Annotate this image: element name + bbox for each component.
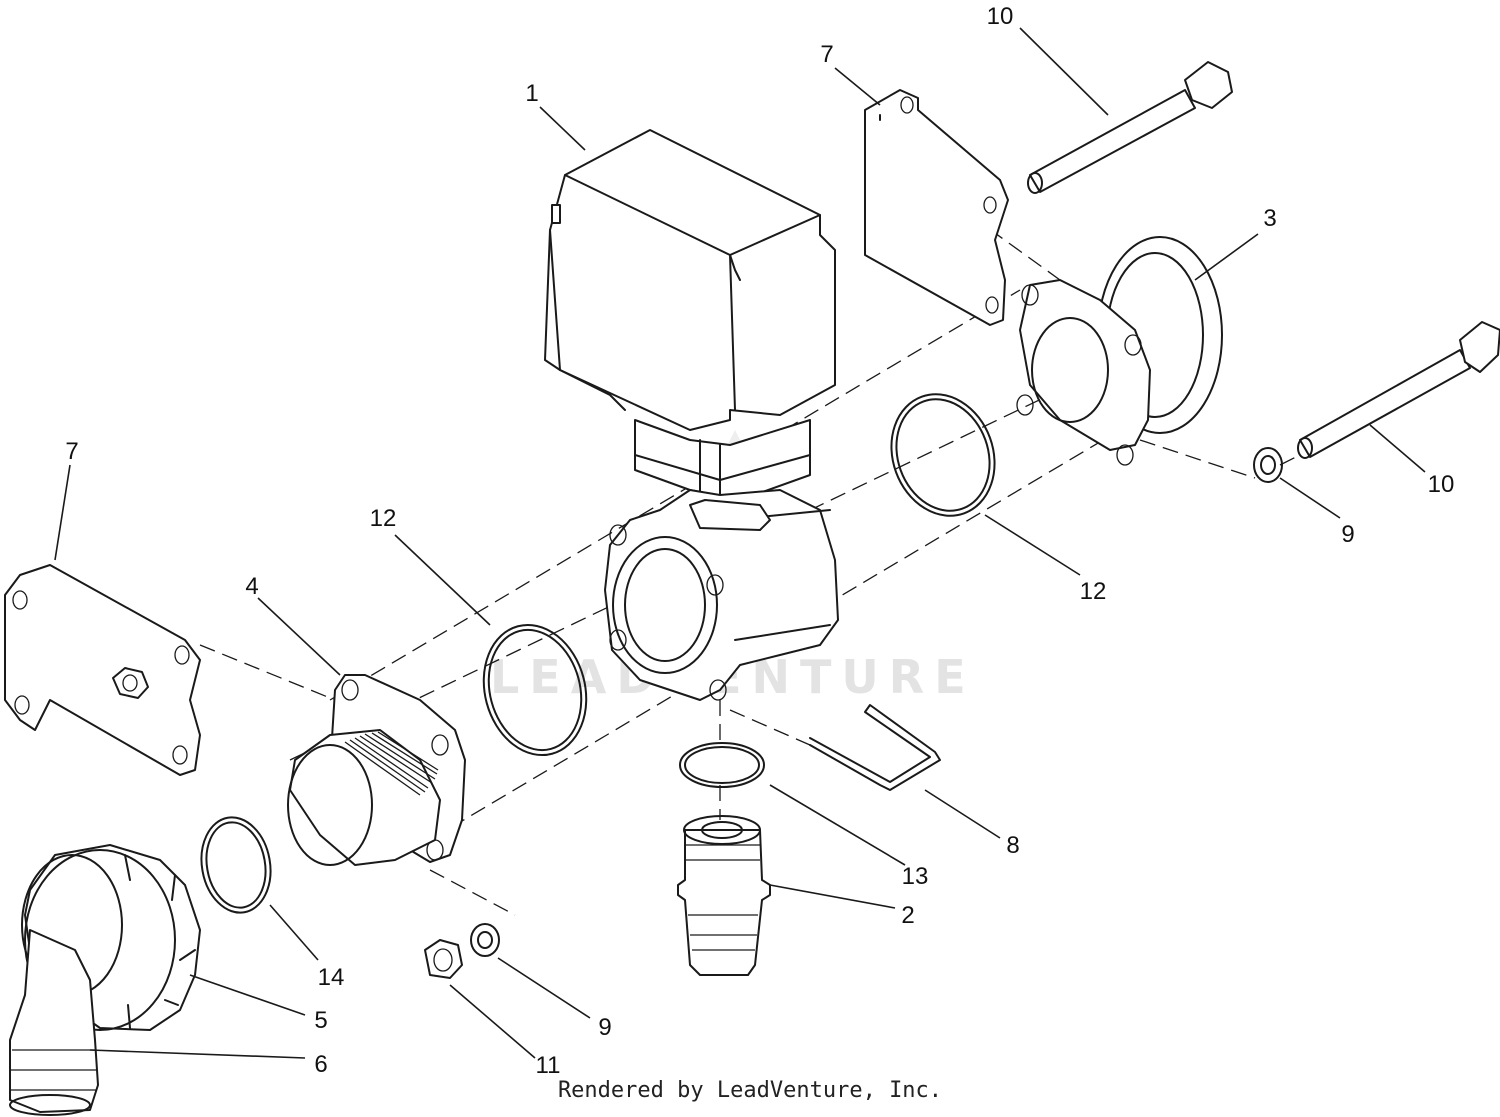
alignment-lines (199, 214, 1301, 916)
callout-14: 14 (318, 964, 345, 991)
callout-13: 13 (902, 863, 929, 890)
part-10-lower-bolt (1297, 321, 1500, 459)
callout-9-lower: 9 (598, 1014, 611, 1041)
callout-1: 1 (525, 80, 538, 107)
callout-2: 2 (901, 902, 914, 929)
part-9-washer-right (1253, 447, 1283, 483)
callout-9-right: 9 (1341, 521, 1354, 548)
part-13-o-ring-small (679, 742, 765, 788)
part-7-upper-bracket (864, 89, 1009, 326)
part-12-o-ring-left (482, 623, 588, 757)
part-12-o-ring-right (890, 393, 996, 517)
part-6-elbow-barb (9, 929, 99, 1116)
part-14-o-ring (200, 816, 272, 914)
part-3-flange (1016, 236, 1223, 466)
callout-3: 3 (1263, 205, 1276, 232)
callout-8: 8 (1006, 832, 1019, 859)
part-2-hose-barb (677, 815, 771, 976)
render-credit: Rendered by LeadVenture, Inc. (0, 1078, 1500, 1103)
callout-11: 11 (536, 1052, 561, 1079)
callout-6: 6 (314, 1051, 327, 1078)
part-8-retaining-clip (809, 704, 941, 791)
part-4-threaded-flange (287, 674, 466, 866)
callout-labels: 1 2 3 4 5 6 7 7 8 9 9 10 10 11 12 12 13 … (65, 3, 1454, 1079)
callout-5: 5 (314, 1007, 327, 1034)
callout-4: 4 (245, 573, 258, 600)
callout-12-left: 12 (370, 505, 397, 532)
callout-leaders (54, 27, 1426, 1059)
part-11-nut (424, 939, 463, 979)
valve-body (604, 489, 839, 701)
part-9-washer-lower (470, 923, 500, 957)
render-credit-text: Rendered by LeadVenture, Inc. (557, 1078, 943, 1103)
callout-7-lower: 7 (65, 438, 78, 465)
callout-12-right: 12 (1080, 578, 1107, 605)
part-10-upper-bolt (1027, 61, 1233, 194)
part-7-lower-bracket (4, 564, 201, 776)
part-1-actuator (544, 129, 836, 506)
callout-10-lower: 10 (1428, 471, 1455, 498)
callout-7-upper: 7 (820, 41, 833, 68)
callout-10-upper: 10 (987, 3, 1014, 30)
